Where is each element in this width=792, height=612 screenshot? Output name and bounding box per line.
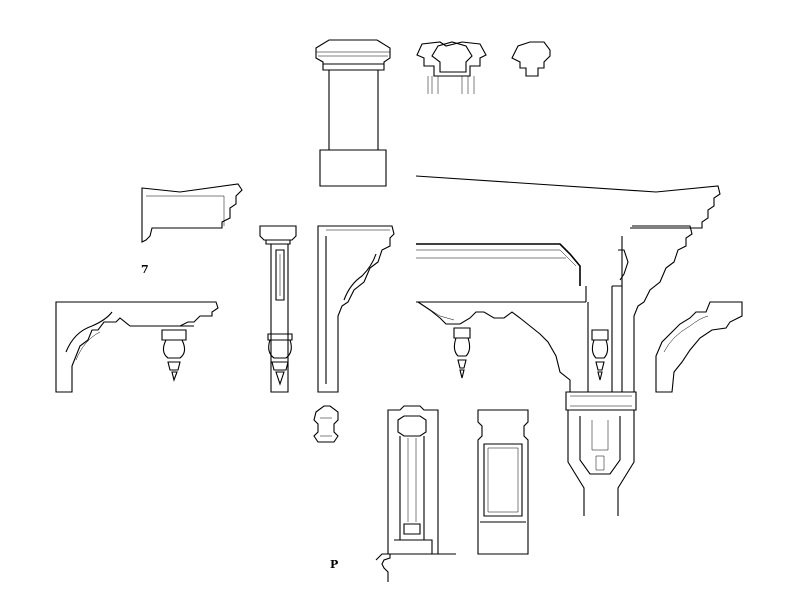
- label-p: P: [330, 558, 338, 571]
- label-7: 7: [141, 263, 149, 276]
- baluster-profile-small: [313, 405, 339, 443]
- post-with-cap: [315, 39, 391, 187]
- bracket-left-assembly: [55, 301, 219, 393]
- paneled-pedestal: [477, 409, 529, 555]
- bracket-side-view: [317, 225, 395, 393]
- bracket-right-assembly: [417, 225, 693, 392]
- bracket-far-right: [655, 301, 743, 393]
- pilaster-elevation: [259, 225, 297, 393]
- central-column: [565, 302, 637, 516]
- cornice-profile-single: [511, 41, 551, 77]
- cornice-profile-pair: [416, 41, 487, 94]
- lower-pilaster: [387, 405, 456, 555]
- fascia-beam: [415, 175, 721, 303]
- cornice-section-left: [141, 183, 243, 243]
- base-profile-small: [375, 553, 391, 582]
